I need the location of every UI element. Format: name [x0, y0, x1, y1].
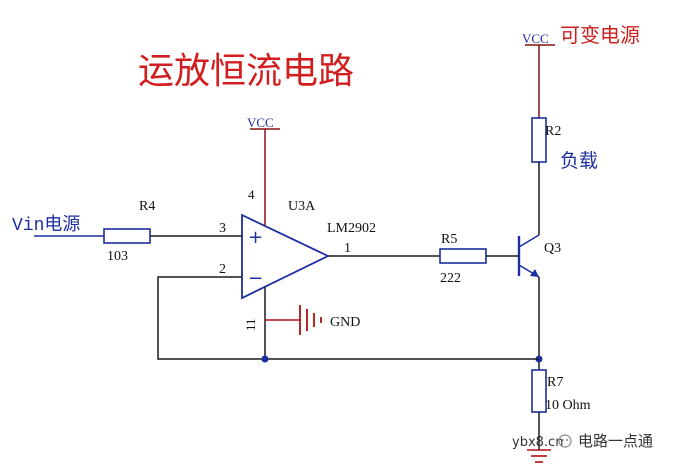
vcc-variable-supply: VCC 可变电源 [522, 23, 640, 47]
ground-symbol-opamp [299, 305, 322, 335]
load-label: 负载 [560, 150, 598, 172]
vcc-top-label: VCC [522, 31, 549, 46]
r5-value: 222 [440, 271, 461, 286]
vcc-opamp-supply: VCC [247, 115, 280, 130]
watermark-brand: 电路一点通 [578, 432, 653, 450]
pin2-label: 2 [219, 262, 226, 277]
minus-sign: − [248, 268, 263, 289]
watermark-logo-icon [558, 434, 572, 448]
diagram-title: 运放恒流电路 [138, 51, 354, 92]
vcc-opamp-label: VCC [247, 115, 274, 130]
r2-label: R2 [545, 124, 561, 139]
r5-label: R5 [441, 232, 457, 247]
ground-symbol-r7 [527, 449, 551, 463]
opamp-u3a: + − U3A LM2902 [241, 199, 376, 300]
r7-value: 10 Ohm [545, 398, 591, 413]
variable-supply-note: 可变电源 [560, 23, 640, 47]
r4-label: R4 [139, 199, 155, 214]
transistor-q3: Q3 [517, 234, 561, 278]
watermark: ybx8.cn 电路一点通 [512, 432, 653, 450]
pin1-label: 1 [344, 241, 351, 256]
pin4-label: 4 [248, 187, 255, 202]
q3-label: Q3 [544, 241, 561, 256]
pin11-label: 11 [243, 318, 258, 331]
wire-feedback-loop [157, 276, 539, 360]
r4-value: 103 [107, 249, 128, 264]
junction-dot-pin11 [261, 355, 269, 363]
opamp-ref-label: U3A [288, 199, 316, 214]
resistor-r5: R5 222 [439, 232, 487, 286]
plus-sign: + [248, 227, 263, 248]
opamp-part-label: LM2902 [327, 221, 376, 236]
r7-label: R7 [547, 375, 563, 390]
watermark-site: ybx8.cn [512, 435, 563, 450]
resistor-r4: R4 103 [103, 199, 155, 264]
resistor-r2: R2 [531, 117, 561, 163]
pin3-label: 3 [219, 221, 226, 236]
vin-label: Vin电源 [12, 214, 80, 236]
resistor-r7: R7 10 Ohm [531, 369, 591, 413]
gnd-label: GND [330, 315, 360, 330]
